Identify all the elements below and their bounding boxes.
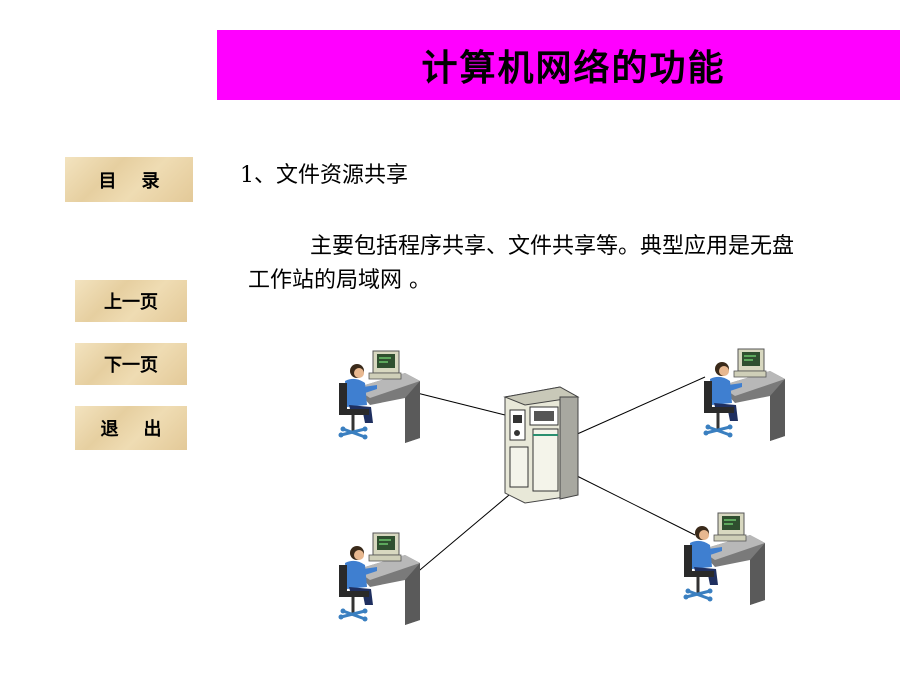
exit-button[interactable]: 退 出	[75, 406, 187, 450]
prev-page-button-label: 上一页	[104, 292, 158, 313]
workstation-icon	[702, 347, 787, 443]
server-icon	[503, 386, 580, 504]
exit-button-label: 退 出	[100, 419, 162, 440]
workstation-icon	[682, 511, 767, 607]
link-bottom-right	[574, 474, 696, 536]
title-bar: 计算机网络的功能	[217, 30, 900, 100]
prev-page-button[interactable]: 上一页	[75, 280, 187, 322]
link-bottom-left	[407, 489, 516, 581]
workstation-icon	[337, 349, 422, 445]
network-diagram	[337, 347, 787, 627]
toc-button[interactable]: 目 录	[65, 157, 193, 202]
page-title: 计算机网络的功能	[421, 48, 726, 89]
link-top-left	[404, 389, 506, 416]
section-paragraph: 主要包括程序共享、文件共享等。典型应用是无盘工作站的局域网 。	[248, 234, 795, 293]
link-top-right	[574, 376, 706, 436]
toc-button-label: 目 录	[98, 170, 160, 192]
workstation-icon	[337, 531, 422, 627]
next-page-button-label: 下一页	[104, 355, 158, 376]
next-page-button[interactable]: 下一页	[75, 343, 187, 385]
section-heading: 1、文件资源共享	[240, 163, 408, 188]
